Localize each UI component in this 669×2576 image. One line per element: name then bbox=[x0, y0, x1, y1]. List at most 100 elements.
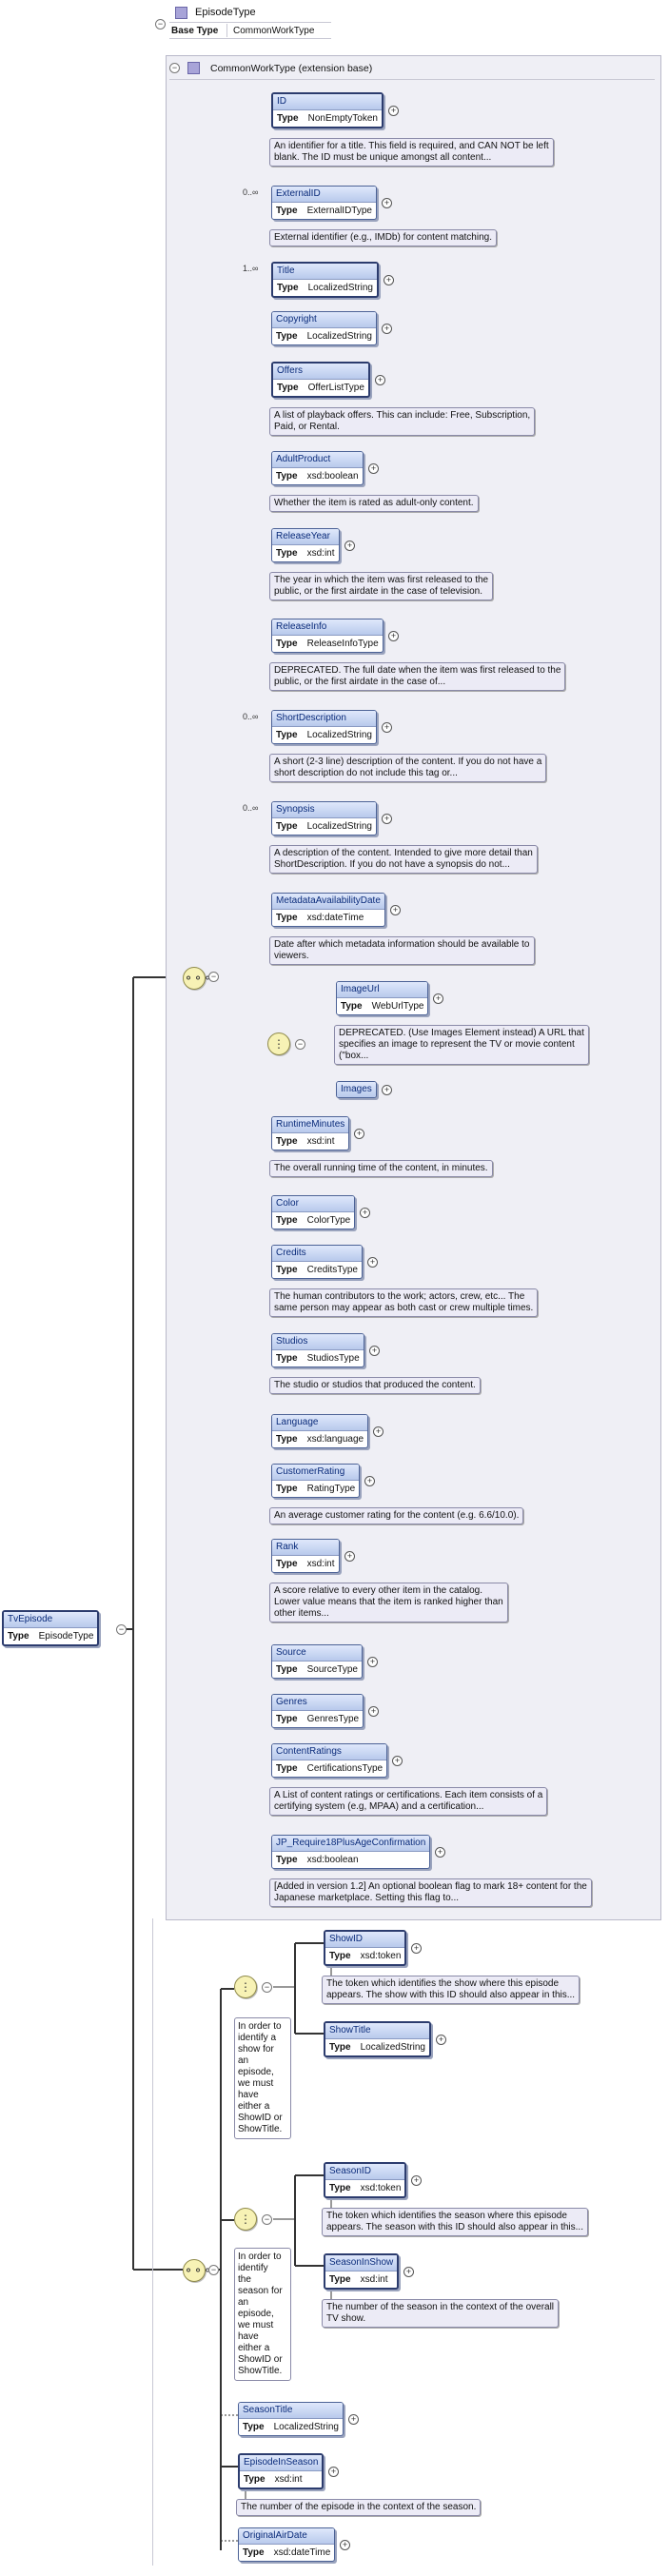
expand-icon[interactable]: + bbox=[364, 1476, 375, 1486]
expand-icon[interactable]: + bbox=[344, 541, 355, 551]
expand-icon[interactable]: + bbox=[369, 1346, 380, 1356]
element-images[interactable]: Images bbox=[336, 1081, 377, 1098]
expand-icon[interactable]: + bbox=[328, 2467, 339, 2477]
type-name: EpisodeType bbox=[195, 7, 256, 18]
expand-icon[interactable]: + bbox=[388, 106, 399, 116]
expand-icon[interactable]: + bbox=[368, 463, 379, 474]
element-doc: A List of content ratings or certificati… bbox=[269, 1787, 548, 1816]
expand-icon[interactable]: + bbox=[360, 1208, 370, 1218]
expand-icon[interactable]: + bbox=[354, 1129, 364, 1139]
collapse-icon[interactable]: − bbox=[116, 1624, 127, 1635]
multiplicity: 1..∞ bbox=[243, 264, 259, 273]
expand-icon[interactable]: + bbox=[388, 631, 399, 641]
element-name: Color bbox=[272, 1196, 355, 1211]
doc-line: Whether the item is rated as adult-only … bbox=[274, 498, 474, 508]
expand-icon[interactable]: + bbox=[403, 2267, 414, 2277]
collapse-icon[interactable]: − bbox=[155, 19, 166, 29]
expand-icon[interactable]: + bbox=[375, 375, 385, 385]
base-type-value: CommonWorkType bbox=[233, 26, 315, 36]
expand-icon[interactable]: + bbox=[436, 2035, 446, 2045]
element-name: ID bbox=[273, 94, 382, 109]
doc-line: Date after which metadata information sh… bbox=[274, 939, 530, 950]
expand-icon[interactable]: + bbox=[382, 198, 392, 208]
expand-icon[interactable]: + bbox=[382, 324, 392, 334]
element-doc: The overall running time of the content,… bbox=[269, 1160, 493, 1177]
expand-icon[interactable]: + bbox=[373, 1426, 384, 1437]
expand-icon[interactable]: + bbox=[367, 1657, 378, 1667]
collapse-icon[interactable]: − bbox=[169, 63, 180, 73]
sequence-icon[interactable]: ⚬⚬⚬ bbox=[183, 967, 212, 990]
collapse-icon[interactable]: − bbox=[262, 1982, 272, 1993]
expand-icon[interactable]: + bbox=[367, 1257, 378, 1268]
note-line: ShowID or bbox=[238, 2113, 283, 2123]
collapse-icon[interactable]: − bbox=[262, 2214, 272, 2225]
expand-icon[interactable]: + bbox=[382, 1085, 392, 1095]
expand-icon[interactable]: + bbox=[390, 905, 401, 915]
choice-icon[interactable]: ⋮ bbox=[267, 1032, 290, 1055]
choice-icon[interactable]: ⋮ bbox=[234, 2208, 257, 2231]
collapse-icon[interactable]: − bbox=[295, 1039, 305, 1050]
collapse-icon[interactable]: − bbox=[208, 2265, 219, 2275]
expand-icon[interactable]: + bbox=[368, 1706, 379, 1717]
expand-icon[interactable]: + bbox=[435, 1847, 445, 1858]
doc-line: Japanese marketplace. Setting this flag … bbox=[274, 1893, 459, 1903]
collapse-icon[interactable]: − bbox=[208, 972, 219, 982]
choice-icon[interactable]: ⋮ bbox=[234, 1976, 257, 1998]
note-line: we must bbox=[238, 2078, 274, 2089]
doc-line: DEPRECATED. The full date when the item … bbox=[274, 665, 561, 676]
expand-icon[interactable]: + bbox=[433, 993, 443, 1004]
expand-icon[interactable]: + bbox=[340, 2540, 350, 2550]
expand-icon[interactable]: + bbox=[348, 2414, 359, 2425]
expand-icon[interactable]: + bbox=[392, 1756, 403, 1766]
expand-icon[interactable]: + bbox=[382, 722, 392, 733]
expand-icon[interactable]: + bbox=[382, 814, 392, 824]
expand-icon[interactable]: + bbox=[384, 275, 394, 285]
element-doc: The studio or studios that produced the … bbox=[269, 1377, 481, 1394]
expand-icon[interactable]: + bbox=[411, 1943, 422, 1954]
multiplicity: 0..∞ bbox=[243, 187, 259, 197]
expand-icon[interactable]: + bbox=[344, 1551, 355, 1562]
sequence-icon[interactable]: ⚬⚬⚬ bbox=[183, 2259, 212, 2282]
expand-icon[interactable]: + bbox=[411, 2175, 422, 2186]
element-doc: The human contributors to the work; acto… bbox=[269, 1288, 539, 1317]
